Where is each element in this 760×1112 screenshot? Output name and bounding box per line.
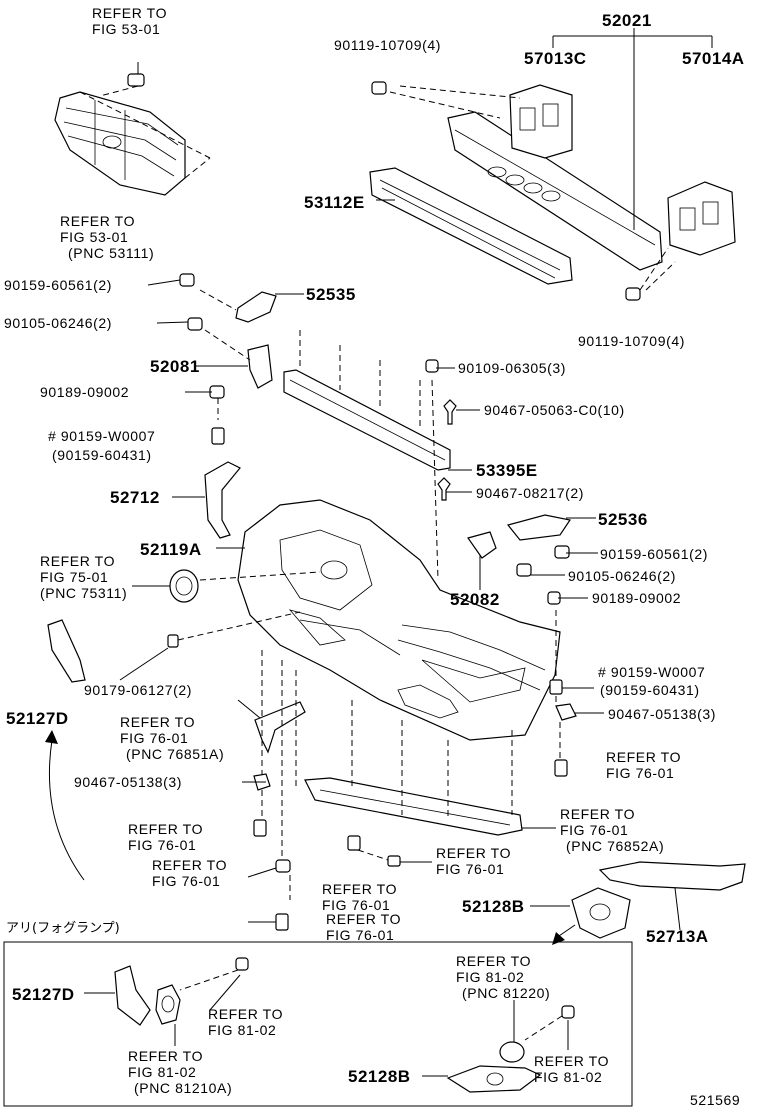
bolt-drawing xyxy=(127,73,145,87)
refer-pnc-text: (PNC 53111) xyxy=(68,245,154,261)
refer-fig-text: FIG 76-01 xyxy=(560,822,628,838)
fastener-label: 90105-06246(2) xyxy=(4,315,112,331)
fastener-label: 90467-08217(2) xyxy=(476,485,584,501)
part-label-52128B: 52128B xyxy=(462,897,525,916)
part-label-57013C: 57013C xyxy=(524,49,587,68)
fastener-label-alt: (90159-60431) xyxy=(600,682,700,698)
part-label-52712: 52712 xyxy=(110,488,160,507)
bracket-52535-drawing xyxy=(235,291,277,323)
refer-fig-text: FIG 75-01 xyxy=(40,569,108,585)
fastener-label: 90119-10709(4) xyxy=(578,333,685,349)
part-label-57014A: 57014A xyxy=(682,49,745,68)
refer-text: REFER TO xyxy=(606,749,681,765)
refer-text: REFER TO xyxy=(92,5,167,21)
fog-cover-52128B-drawing xyxy=(571,887,631,939)
lower-spoiler-drawing xyxy=(254,701,523,836)
fastener-label: 90159-60561(2) xyxy=(4,277,112,293)
refer-text: REFER TO xyxy=(456,953,531,969)
fog-lamp-caption: アリ(フォグランプ) xyxy=(6,921,120,936)
fastener-label: 90467-05138(3) xyxy=(608,706,716,722)
energy-absorber-drawing xyxy=(369,167,573,285)
part-label-52127D: 52127D xyxy=(6,709,69,728)
fog-lamp-drawing xyxy=(155,984,181,1025)
fastener-label: 90109-06305(3) xyxy=(458,360,566,376)
refer-text: REFER TO xyxy=(560,806,635,822)
part-label-52082: 52082 xyxy=(450,590,500,609)
refer-fig-text: FIG 76-01 xyxy=(120,730,188,746)
refer-fig-text: FIG 76-01 xyxy=(326,927,394,943)
fastener-label: 90179-06127(2) xyxy=(84,682,192,698)
part-label-52081: 52081 xyxy=(150,357,200,376)
part-label-52713A: 52713A xyxy=(646,927,709,946)
refer-text: REFER TO xyxy=(322,881,397,897)
side-retainer-52712-drawing xyxy=(204,461,241,539)
refer-fig-text: FIG 81-02 xyxy=(128,1064,196,1080)
refer-fig-text: FIG 76-01 xyxy=(606,765,674,781)
refer-text: REFER TO xyxy=(128,821,203,837)
refer-text: REFER TO xyxy=(208,1006,283,1022)
figure-number: 521569 xyxy=(690,1092,740,1108)
refer-fig-text: FIG 76-01 xyxy=(322,897,390,913)
emblem-drawing xyxy=(169,569,199,603)
refer-pnc-text: (PNC 81220) xyxy=(462,985,550,1001)
fog-bulb-drawing xyxy=(499,1041,525,1063)
bracket-52082-drawing xyxy=(467,531,497,559)
part-label-52119A: 52119A xyxy=(140,540,202,559)
refer-fig-text: FIG 81-02 xyxy=(456,969,524,985)
refer-text: REFER TO xyxy=(60,213,135,229)
refer-text: REFER TO xyxy=(120,714,195,730)
refer-text: REFER TO xyxy=(40,553,115,569)
fastener-label: # 90159-W0007 xyxy=(48,428,155,444)
bumper-cover-drawing xyxy=(237,499,561,741)
refer-fig-text: FIG 81-02 xyxy=(534,1069,602,1085)
refer-fig-text: FIG 81-02 xyxy=(208,1022,276,1038)
refer-fig-text: FIG 76-01 xyxy=(128,837,196,853)
fastener-label: 90467-05138(3) xyxy=(74,774,182,790)
fog-fascia-52127D-drawing xyxy=(114,965,151,1026)
refer-text: REFER TO xyxy=(436,845,511,861)
part-label-52127D-fog: 52127D xyxy=(12,985,75,1004)
part-label-52021: 52021 xyxy=(602,11,652,30)
refer-text: REFER TO xyxy=(128,1048,203,1064)
refer-fig-text: FIG 76-01 xyxy=(436,861,504,877)
refer-text: REFER TO xyxy=(534,1053,609,1069)
fog-lamp-option-box xyxy=(3,941,633,1107)
grille-drawing xyxy=(54,91,186,196)
part-label-53112E: 53112E xyxy=(304,193,365,212)
bracket-57013C-drawing xyxy=(509,84,573,159)
fastener-label-alt: (90159-60431) xyxy=(52,447,152,463)
upper-retainer-drawing xyxy=(283,369,451,471)
bezel-52713A-drawing xyxy=(598,861,746,891)
part-label-53395E: 53395E xyxy=(476,461,538,480)
fog-cover-52128B-b-drawing xyxy=(446,1065,542,1093)
fastener-label: 90189-09002 xyxy=(40,384,129,400)
refer-text: REFER TO xyxy=(152,857,227,873)
part-label-52536: 52536 xyxy=(598,510,648,529)
refer-fig-text: FIG 53-01 xyxy=(92,21,160,37)
bracket-57014A-drawing xyxy=(667,181,736,256)
refer-pnc-text: (PNC 76851A) xyxy=(126,746,224,762)
refer-pnc-text: (PNC 76852A) xyxy=(566,838,664,854)
part-label-52128B-fog: 52128B xyxy=(348,1067,411,1086)
fastener-label: # 90159-W0007 xyxy=(598,664,705,680)
refer-pnc-text: (PNC 81210A) xyxy=(134,1080,232,1096)
refer-text: REFER TO xyxy=(326,911,401,927)
fastener-label: 90467-05063-C0(10) xyxy=(484,402,625,418)
refer-pnc-text: (PNC 75311) xyxy=(40,585,127,601)
refer-fig-text: FIG 53-01 xyxy=(60,229,128,245)
side-fascia-52127D-drawing xyxy=(47,619,86,683)
refer-fig-text: FIG 76-01 xyxy=(152,873,220,889)
bumper-reinforcement-drawing xyxy=(447,111,663,271)
part-label-52535: 52535 xyxy=(306,285,356,304)
bracket-52536-drawing xyxy=(506,514,571,541)
bracket-52081-drawing xyxy=(247,344,273,389)
fastener-label: 90159-60561(2) xyxy=(600,546,708,562)
fastener-label: 90105-06246(2) xyxy=(568,568,676,584)
fastener-label: 90119-10709(4) xyxy=(334,37,441,53)
fastener-label: 90189-09002 xyxy=(592,590,681,606)
